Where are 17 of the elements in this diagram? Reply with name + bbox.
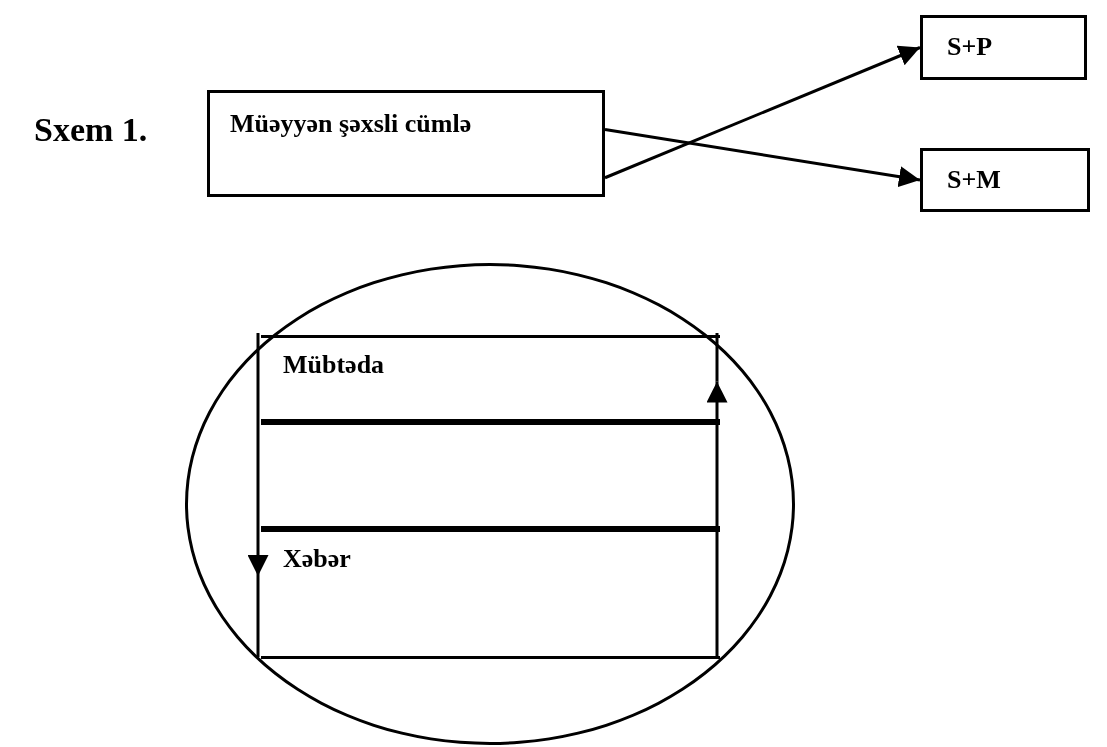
arrow [604, 45, 921, 180]
node-text: S+P [947, 31, 993, 63]
node-text: Müəyyən şəxsli cümlə [230, 108, 473, 140]
node-text: Mübtəda [283, 348, 385, 381]
text-box [920, 15, 1087, 80]
table-row [261, 528, 720, 659]
node-text: S+M [947, 164, 1001, 196]
arrow [247, 333, 269, 576]
text-box [920, 148, 1090, 212]
table-row [261, 421, 720, 529]
arrow [604, 128, 921, 188]
node-text: Xəbər [283, 542, 351, 575]
table-row [261, 334, 720, 422]
text-box [207, 90, 605, 197]
diagram-title: Sxem 1. [34, 110, 148, 150]
arrow [706, 381, 728, 657]
ellipse [185, 263, 795, 745]
